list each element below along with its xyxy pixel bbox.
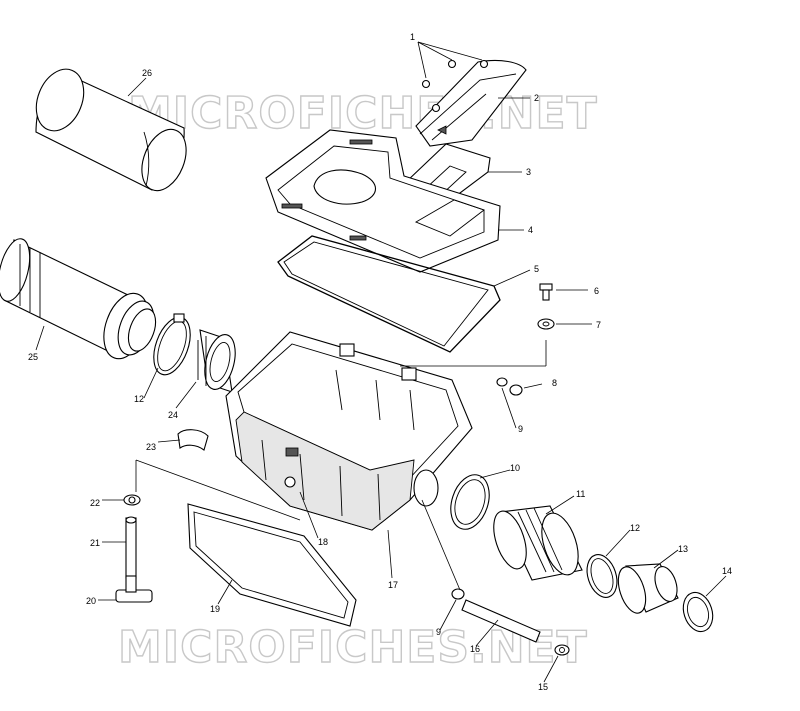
part-12-clamp-left — [153, 313, 191, 376]
callout-7: 7 — [596, 320, 601, 330]
part-18-fitting — [284, 476, 296, 488]
watermark-top: MICROFICHES.NET — [128, 88, 598, 139]
callout-24: 24 — [168, 410, 178, 420]
callout-13: 13 — [678, 544, 688, 554]
part-10-o-ring — [450, 474, 490, 530]
part-23-clip — [177, 429, 209, 451]
part-20-tee — [115, 575, 153, 603]
callout-21: 21 — [90, 538, 100, 548]
callout-6: 6 — [594, 286, 599, 296]
callout-9-lower: 9 — [436, 627, 441, 637]
callout-19: 19 — [210, 604, 220, 614]
callout-8: 8 — [552, 378, 557, 388]
part-9-clamp-lower — [451, 588, 465, 600]
part-21-tube — [125, 516, 137, 579]
part-14-band-clamp — [682, 591, 714, 633]
callout-12-right: 12 — [630, 523, 640, 533]
callout-4: 4 — [528, 225, 533, 235]
callout-1: 1 — [410, 32, 415, 42]
part-11-intake-boot — [493, 505, 583, 581]
callout-2: 2 — [534, 93, 539, 103]
callout-10: 10 — [510, 463, 520, 473]
part-19-foam-pad — [187, 503, 357, 627]
callout-20: 20 — [86, 596, 96, 606]
callout-15: 15 — [538, 682, 548, 692]
callout-labels: 1 2 3 4 5 6 7 8 9 9 10 11 12 12 13 14 15… — [28, 32, 732, 692]
part-16-tube — [461, 599, 541, 643]
callout-12-left: 12 — [134, 394, 144, 404]
callout-22: 22 — [90, 498, 100, 508]
part-4-airbox-lid — [265, 129, 501, 273]
part-6-bolt — [539, 283, 553, 301]
callout-11: 11 — [576, 489, 585, 499]
part-13-boot-cone — [617, 563, 679, 614]
callout-16: 16 — [470, 644, 480, 654]
part-15-cap — [554, 644, 570, 656]
part-17-airbox-body — [225, 331, 473, 531]
part-22-clamp — [123, 494, 141, 506]
part-24-adapter — [197, 329, 236, 393]
leader-lines — [35, 41, 727, 683]
callout-14: 14 — [722, 566, 732, 576]
part-1-screws — [421, 59, 489, 113]
part-9-clamp-upper — [496, 377, 508, 387]
callout-9-upper: 9 — [518, 424, 523, 434]
part-5-seal — [277, 235, 501, 353]
part-26-filter-sleeve — [35, 68, 187, 192]
callout-23: 23 — [146, 442, 156, 452]
callout-18: 18 — [318, 537, 328, 547]
part-8-grommet — [509, 384, 523, 396]
callout-3: 3 — [526, 167, 531, 177]
callout-25: 25 — [28, 352, 38, 362]
part-12-clamp-right — [586, 554, 618, 598]
callout-17: 17 — [388, 580, 398, 590]
callout-26: 26 — [142, 68, 152, 78]
callout-5: 5 — [534, 264, 539, 274]
part-25-air-filter — [0, 238, 157, 360]
part-7-washer — [537, 318, 555, 330]
